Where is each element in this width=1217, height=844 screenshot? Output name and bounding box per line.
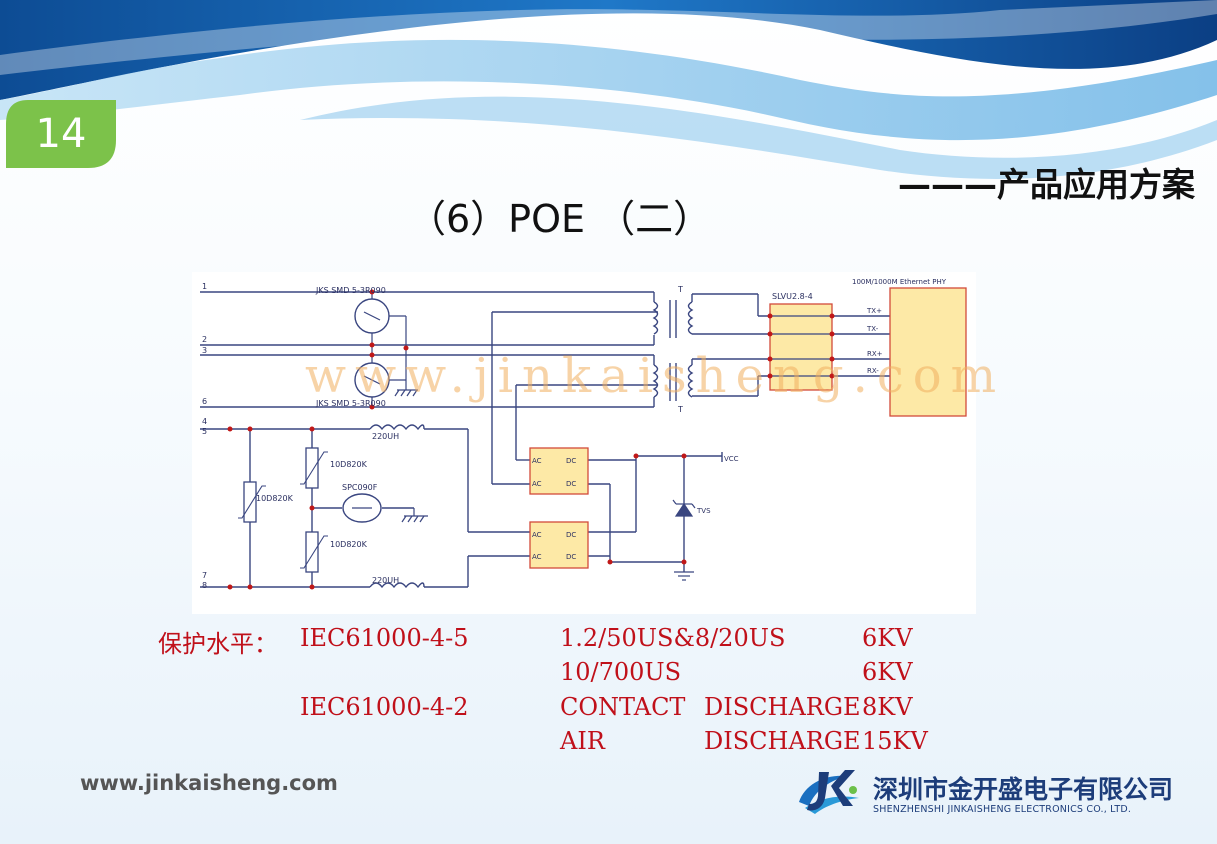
spec-standard-1: IEC61000-4-5 [300, 624, 469, 652]
spec-level-3: 8KV [862, 693, 913, 721]
spec-test-2: 10/700US [560, 658, 682, 686]
label-varistor-bottom: 10D820K [330, 540, 368, 549]
label-varistor-top: 10D820K [330, 460, 368, 469]
label-bridge-bottom-ac1: AC [532, 531, 542, 539]
label-tvs: TVS [696, 507, 711, 515]
label-vcc: VCC [724, 455, 739, 463]
label-inductor-bottom: 220UH [372, 576, 399, 585]
protection-heading: 保护水平： [158, 630, 278, 658]
inductor-bottom [369, 582, 425, 589]
diode-bridge-top [529, 447, 589, 495]
ground-symbol-tss [394, 384, 418, 397]
page-number: 14 [35, 111, 87, 157]
label-varistor-left: 10D820K [256, 494, 294, 503]
label-inductor-top: 220UH [372, 432, 399, 441]
line-number-6: 6 [202, 397, 207, 406]
label-slvu-array: SLVU2.8-4 [772, 292, 813, 301]
transformer-top-secondary [687, 301, 694, 335]
line-number-1: 1 [202, 282, 207, 291]
varistor-left [243, 481, 257, 523]
varistor-top [305, 447, 319, 489]
varistor-bottom [305, 531, 319, 573]
inductor-top [369, 424, 425, 431]
label-bridge-top-dc2: DC [566, 480, 576, 488]
label-gdt: SPC090F [342, 483, 378, 492]
ethernet-phy [889, 287, 967, 417]
label-bridge-top-dc1: DC [566, 457, 576, 465]
label-tss-bottom: JKS SMD 5-3R090 [315, 399, 386, 408]
spec-level-1: 6KV [862, 624, 913, 652]
line-number-4: 4 [202, 417, 207, 426]
company-name-en: SHENZHENSHI JINKAISHENG ELECTRONICS CO.,… [873, 804, 1132, 815]
spec-test-1: 1.2/50US&8/20US [560, 624, 786, 652]
line-number-7: 7 [202, 571, 207, 580]
spec-standard-3: IEC61000-4-2 [300, 693, 469, 721]
label-tss-top: JKS SMD 5-3R090 [315, 286, 386, 295]
label-bridge-bottom-dc2: DC [566, 553, 576, 561]
company-logo [799, 770, 859, 814]
line-number-8: 8 [202, 581, 207, 590]
ground-symbol-tvs [674, 571, 694, 581]
label-rx-minus: RX- [867, 367, 879, 375]
label-transformer-top: T [677, 285, 683, 294]
label-rx-plus: RX+ [867, 350, 883, 358]
label-bridge-bottom-ac2: AC [532, 553, 542, 561]
watermark: www.jinkaisheng.com [305, 348, 1006, 404]
line-number-2: 2 [202, 335, 207, 344]
spec-level-2: 6KV [862, 658, 913, 686]
line-number-3: 3 [202, 346, 207, 355]
diode-bridge-bottom [529, 521, 589, 569]
transformer-bottom-primary [652, 364, 659, 398]
tvs-diode [672, 499, 696, 517]
spec-level-4: 15KV [862, 727, 928, 755]
label-bridge-bottom-dc1: DC [566, 531, 576, 539]
label-phy: 100M/1000M Ethernet PHY [852, 278, 947, 286]
spec-type-4: DISCHARGE [704, 727, 861, 755]
label-tx-minus: TX- [866, 325, 879, 333]
ground-symbol-gdt [401, 508, 428, 523]
transformer-bottom-secondary [687, 364, 694, 398]
section-subtitle: ———产品应用方案 [898, 165, 1195, 204]
line-number-5: 5 [202, 427, 207, 436]
slide-title: （6）POE （二） [408, 197, 712, 241]
transformer-top-primary [652, 301, 659, 335]
header-wave-decoration [0, 0, 1217, 179]
footer-website-link[interactable]: www.jinkaisheng.com [80, 771, 338, 795]
spec-test-3: CONTACT [560, 693, 686, 721]
company-name-cn: 深圳市金开盛电子有限公司 [873, 775, 1174, 804]
spec-type-3: DISCHARGE [704, 693, 861, 721]
label-bridge-top-ac2: AC [532, 480, 542, 488]
label-tx-plus: TX+ [866, 307, 882, 315]
page-number-badge [6, 100, 116, 168]
spec-test-4: AIR [560, 727, 605, 755]
label-bridge-top-ac1: AC [532, 457, 542, 465]
poe-protection-circuit-diagram: 1 2 3 6 4 5 7 8 JKS SMD 5-3R090 JKS SMD … [192, 272, 976, 614]
label-transformer-bottom: T [677, 405, 683, 414]
